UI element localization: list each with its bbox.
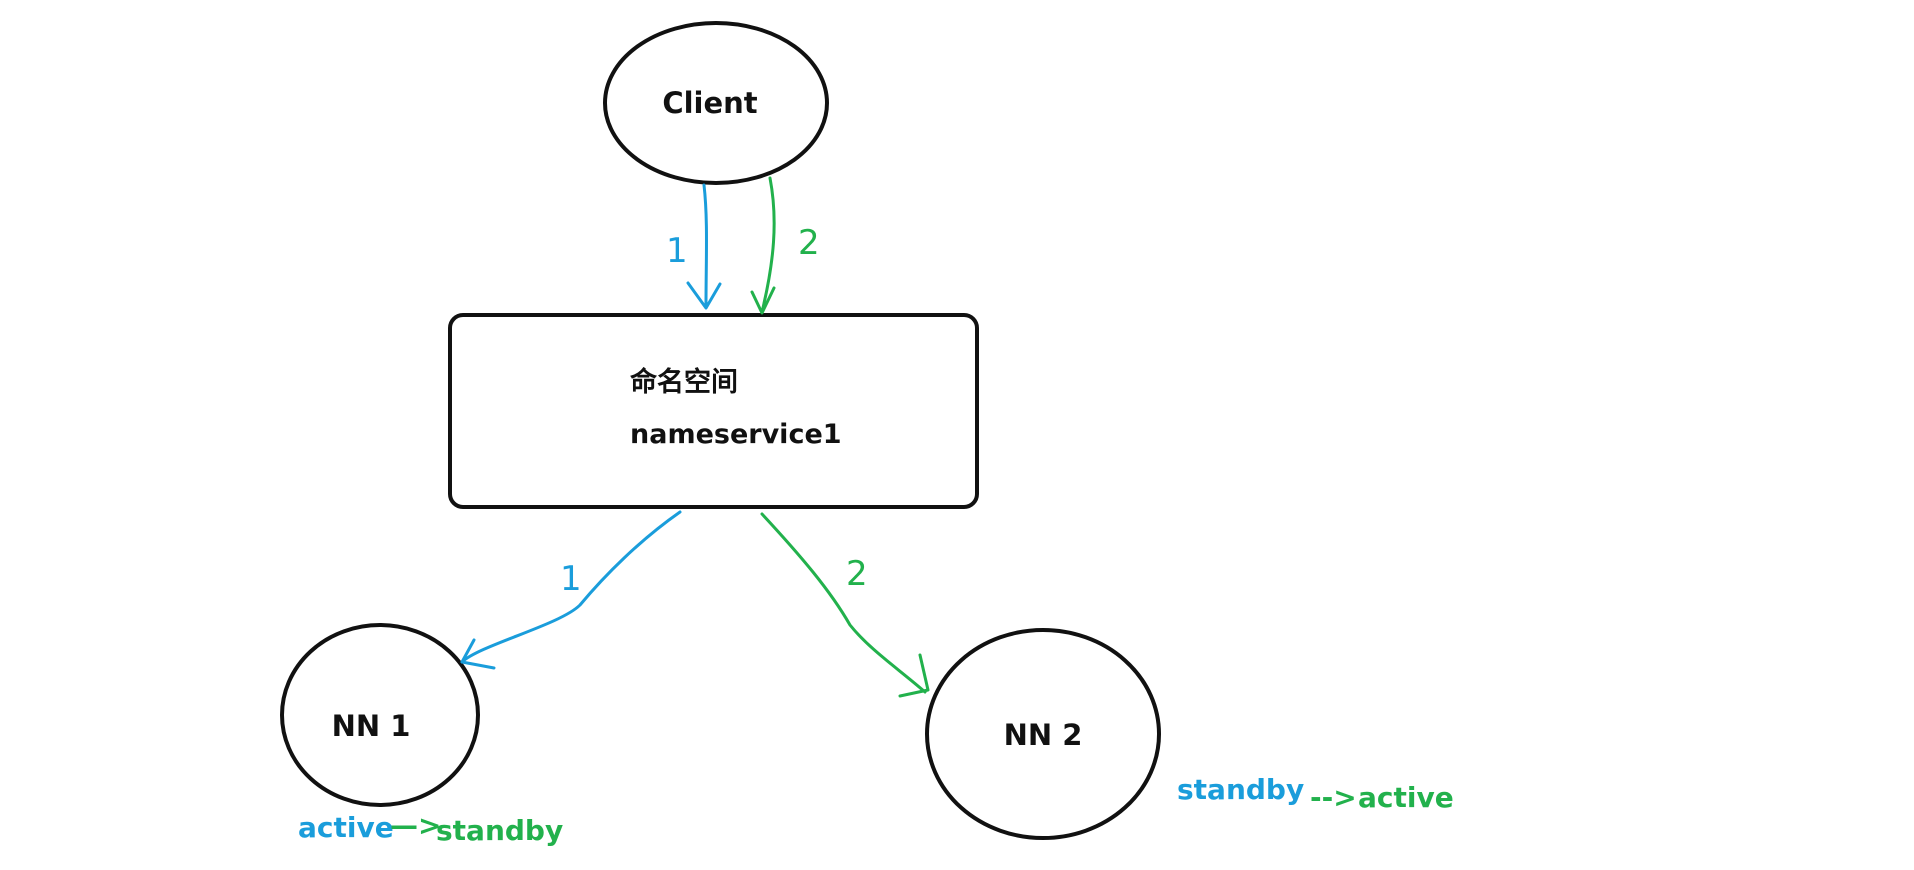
client-node: Client (603, 21, 829, 185)
nn1-state: active —> standby (298, 809, 563, 847)
edge-client-ns-2-label: 2 (798, 223, 820, 263)
edge-client-ns-1-label: 1 (666, 231, 688, 271)
nn1-state-arrow: —> (390, 809, 441, 842)
nn2-state: standby --> active (1177, 773, 1454, 814)
nn2-state-arrow: --> (1310, 781, 1357, 814)
nn2-state-before: standby (1177, 773, 1304, 806)
client-label: Client (662, 86, 757, 120)
nn1-label: NN 1 (332, 709, 411, 743)
namespace-title: 命名空间 (630, 366, 738, 398)
edge-client-ns-1: 1 (666, 183, 722, 310)
nn2-label: NN 2 (1004, 718, 1083, 752)
namespace-name: nameservice1 (630, 419, 842, 450)
edge-client-ns-2: 2 (750, 176, 820, 315)
nn2-node: NN 2 (925, 628, 1161, 840)
nn1-state-before: active (298, 811, 394, 844)
nn1-state-after: standby (436, 814, 563, 847)
edge-ns-nn2-label: 2 (846, 554, 868, 594)
edge-ns-nn1: 1 (460, 510, 682, 670)
edge-ns-nn2: 2 (760, 512, 930, 698)
edge-ns-nn1-label: 1 (560, 559, 582, 599)
nn1-node: NN 1 (280, 623, 480, 807)
namespace-box: 命名空间 nameservice1 (448, 313, 979, 509)
nn2-state-after: active (1358, 781, 1454, 814)
